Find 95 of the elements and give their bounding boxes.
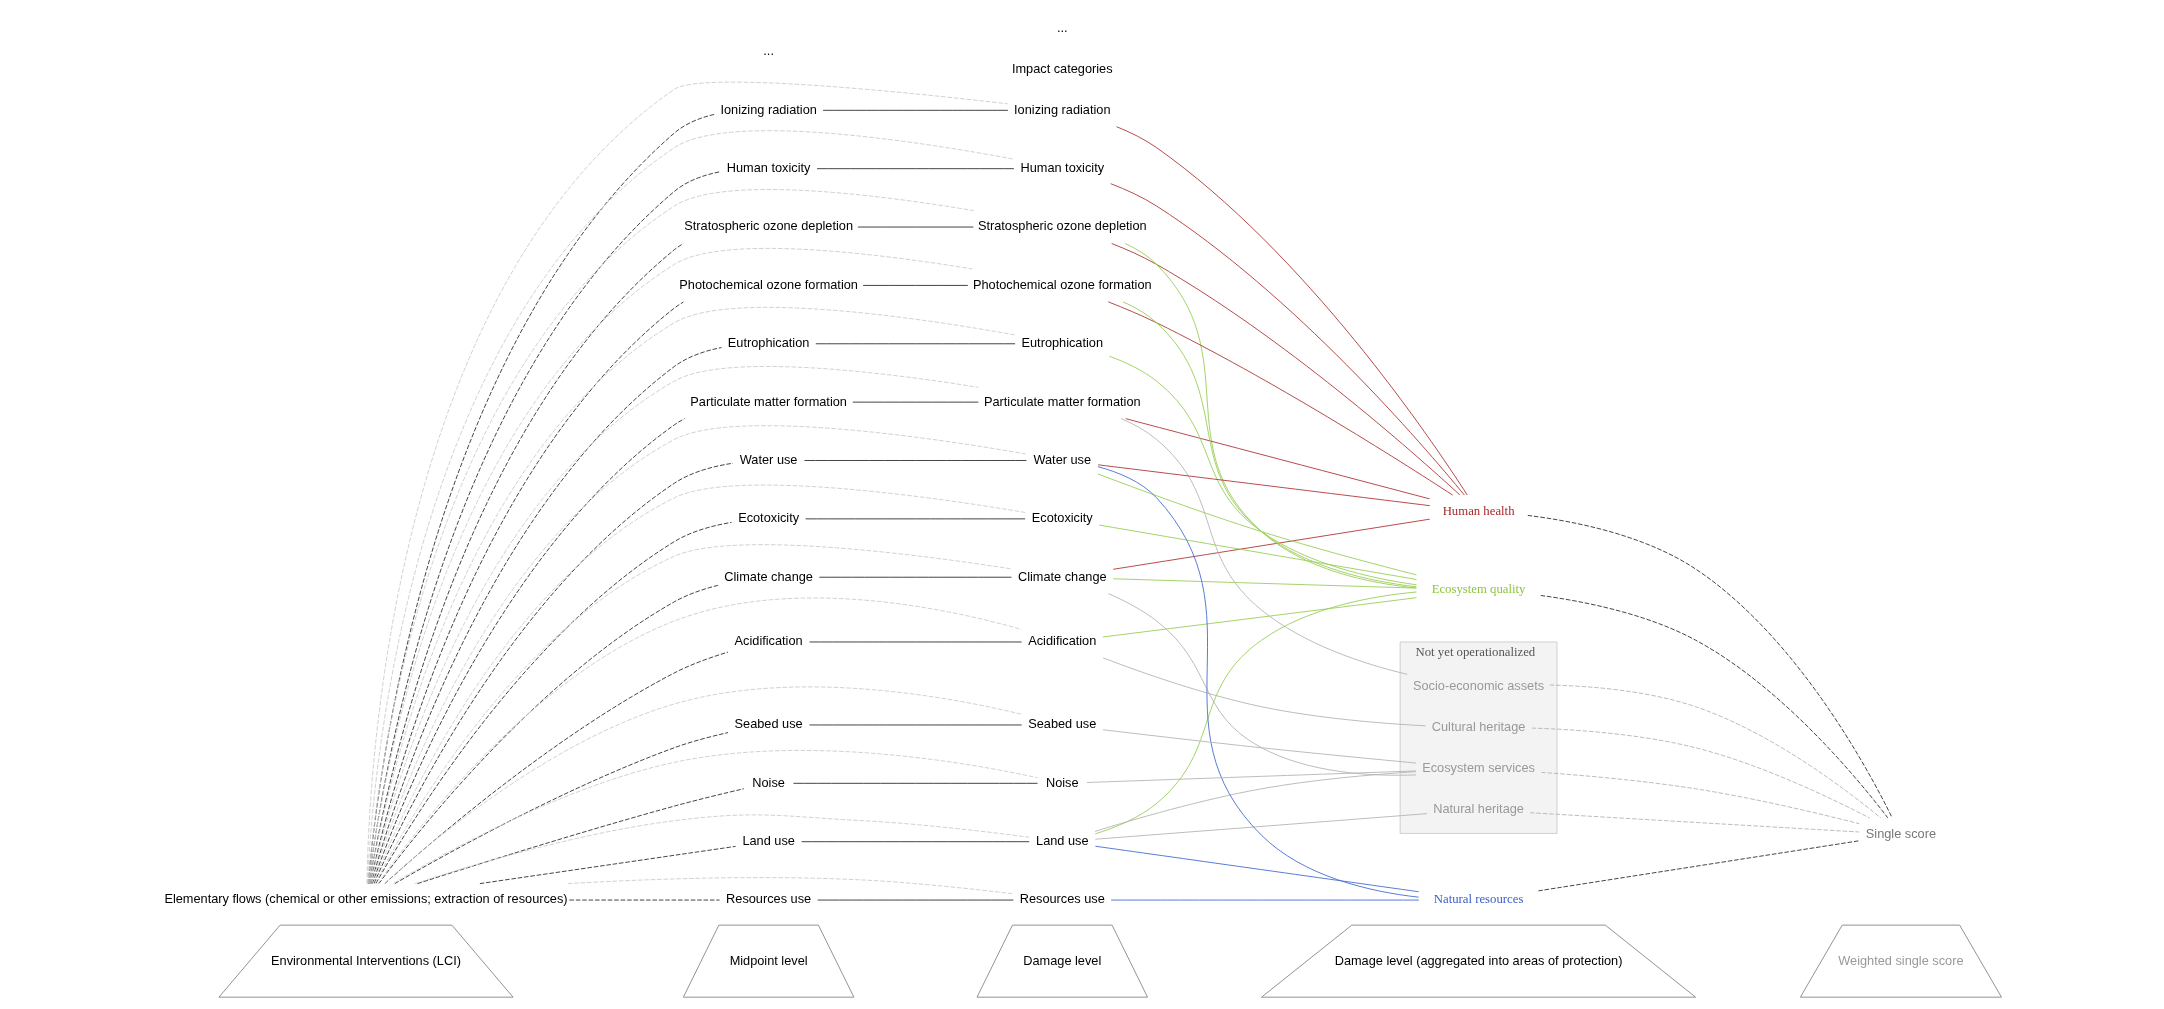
connector [1120,418,1408,675]
node-text: Ecosystem quality [1431,582,1526,597]
node-text: Human toxicity [1020,160,1105,176]
connector [1540,595,1889,819]
connector [1531,727,1870,819]
connector [1097,473,1417,576]
node-text: Single score [1865,825,1937,841]
node-text: Particulate matter formation [690,393,847,409]
connector [417,788,745,885]
connector [370,347,722,885]
label: ... [1056,19,1068,35]
connector [1102,729,1417,764]
node-text: Land use [1036,833,1089,849]
node-text: Ecotoxicity [738,510,800,526]
node-text: Resources use [726,891,812,907]
connector [1108,593,1417,776]
node-text: Seabed use [734,716,803,732]
connector [1540,771,1860,825]
node-text: Eutrophication [727,335,810,351]
node-text: Stratospheric ozone depletion [684,218,853,234]
connector [1102,597,1417,638]
connector [805,518,1026,520]
connector [371,418,686,885]
connector [1107,301,1454,496]
connector [1094,845,1420,893]
node-text: Ionizing radiation [720,101,817,117]
node-text: Particulate matter formation [983,393,1141,409]
connector [1110,183,1465,496]
connector [1124,243,1417,589]
connector [374,544,1013,884]
node-text: Socio-economic assets [1413,678,1545,694]
connector [384,651,729,884]
label: Impact categories [1011,60,1113,76]
node-text: Ionizing radiation [1014,101,1111,117]
connector [393,750,1038,884]
connector [1549,684,1882,819]
connector [370,366,979,884]
connector [1102,657,1427,727]
connector [384,686,1023,884]
connector [1097,464,1431,507]
node-text: Ecosystem services [1422,760,1535,776]
node-text: Stratospheric ozone depletion [977,218,1147,234]
connector [1125,418,1430,500]
connector [1094,771,1417,832]
node-text: Human health [1442,503,1515,518]
node-text: Photochemical ozone formation [679,276,858,292]
node-text: Water use [739,451,798,467]
connector [1529,812,1860,833]
connector [1097,466,1420,898]
connector [1108,355,1417,586]
node-text: Noise [1045,774,1079,790]
connector [1112,578,1417,589]
connector [862,284,969,286]
connector [818,576,1012,578]
node-text: Noise [752,774,785,790]
node-text: Human toxicity [726,160,811,176]
node-text: Resources use [1019,891,1105,907]
connector [567,877,1014,895]
node-text: Photochemical ozone formation [972,276,1152,292]
node-text: Elementary flows (chemical or other emissions; extraction of resources) [164,891,568,907]
node-text: Ecotoxicity [1031,510,1093,526]
node-text: Water use [1033,451,1092,467]
node-text: Acidification [1028,633,1097,649]
connector [1116,126,1468,496]
node-text: Natural resources [1433,892,1524,907]
connector [816,168,1015,170]
connector [815,343,1016,345]
label: ... [763,43,774,59]
connector [804,460,1027,461]
connector [1122,301,1417,588]
node-text: Eutrophication [1021,335,1104,351]
connector [1111,243,1461,496]
connector [852,401,979,403]
node-text: Cultural heritage [1431,719,1526,735]
node-text: Land use [742,833,795,849]
connector [394,732,729,885]
connector [414,814,1030,885]
connector [792,782,1038,784]
connector [1537,840,1860,892]
connector [1094,813,1428,840]
connector [822,109,1009,111]
connector [1527,515,1893,819]
connector [1094,591,1417,835]
node-text: Acidification [734,633,803,649]
connector [479,845,737,885]
connector [377,597,1022,884]
node-text: Seabed use [1028,716,1097,732]
connector [801,841,1030,843]
connector [1086,770,1417,783]
node-text: Climate change [724,568,813,584]
node-text: Climate change [1017,568,1107,584]
connector [1112,518,1431,570]
node-text: Natural heritage [1433,801,1524,817]
connector [1098,524,1417,580]
connector [378,584,719,884]
